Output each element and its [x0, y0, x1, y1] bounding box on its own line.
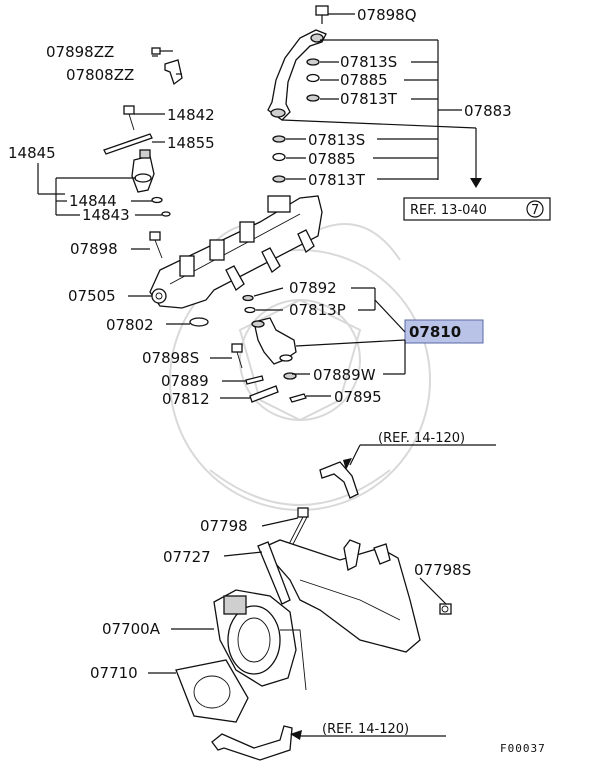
- label-07885-a: 07885: [340, 71, 388, 89]
- label-14843: 14843: [82, 206, 130, 224]
- throttle-body-07700a: [213, 589, 307, 691]
- ref-14-120-bottom[interactable]: (REF. 14-120): [322, 722, 409, 737]
- bolt-07898q: [315, 5, 329, 24]
- label-07813s-b: 07813S: [308, 131, 365, 149]
- leader-lines: [37, 13, 496, 740]
- seals-14844-14843: [151, 196, 171, 217]
- label-07889w: 07889W: [313, 366, 376, 384]
- sensor-14845: [131, 149, 155, 193]
- label-07802: 07802: [106, 316, 154, 334]
- bolt-07898s: [231, 343, 243, 369]
- ref-13-040[interactable]: REF. 13-040: [410, 203, 487, 218]
- label-14842: 14842: [167, 106, 215, 124]
- label-07895: 07895: [334, 388, 382, 406]
- bolt-07798s: [439, 603, 452, 615]
- hose-lower: [211, 725, 293, 761]
- intake-plate: [260, 539, 421, 653]
- label-07883: 07883: [464, 102, 512, 120]
- figure-id: F00037: [500, 742, 546, 755]
- label-07813t-b: 07813T: [308, 171, 366, 189]
- gasket-07727: [257, 541, 291, 605]
- label-14855: 14855: [167, 134, 215, 152]
- label-07898zz: 07898ZZ: [46, 43, 114, 61]
- label-07798s: 07798S: [414, 561, 471, 579]
- hose-upper: [319, 461, 359, 499]
- label-07812: 07812: [162, 390, 210, 408]
- label-07898s: 07898S: [142, 349, 199, 367]
- ref-13-040-number: 7: [531, 203, 539, 218]
- label-07892: 07892: [289, 279, 337, 297]
- label-07808zz: 07808ZZ: [66, 66, 134, 84]
- label-07727: 07727: [163, 548, 211, 566]
- washers-upper: [272, 58, 320, 183]
- label-07889: 07889: [161, 372, 209, 390]
- label-07898: 07898: [70, 240, 118, 258]
- label-14845: 14845: [8, 144, 56, 162]
- ref-13-040-box[interactable]: REF. 13-040 7: [403, 197, 551, 221]
- injector-07810: [242, 294, 297, 365]
- bolt-14842: [123, 105, 135, 131]
- gasket-07710: [175, 659, 249, 723]
- part-07802: [189, 317, 209, 327]
- seal-14855: [103, 133, 153, 155]
- bracket-07808zz: [151, 47, 183, 86]
- label-14844: 14844: [69, 192, 117, 210]
- ref-14-120-top[interactable]: (REF. 14-120): [378, 431, 465, 446]
- fuel-rail-07505: [149, 195, 323, 309]
- label-07810: 07810: [409, 323, 461, 341]
- label-07505: 07505: [68, 287, 116, 305]
- part-labels: 07898Q 07898ZZ 07808ZZ 07813S 07885 0781…: [8, 6, 512, 682]
- label-07898q: 07898Q: [357, 6, 417, 24]
- label-07813p: 07813P: [289, 301, 346, 319]
- label-07798: 07798: [200, 517, 248, 535]
- label-07885-b: 07885: [308, 150, 356, 168]
- seals-lower-injector: [245, 372, 307, 403]
- label-07710: 07710: [90, 664, 138, 682]
- bolt-07898: [149, 231, 163, 259]
- label-07700a: 07700A: [102, 620, 161, 638]
- label-07813t-a: 07813T: [340, 90, 398, 108]
- label-07813s-a: 07813S: [340, 53, 397, 71]
